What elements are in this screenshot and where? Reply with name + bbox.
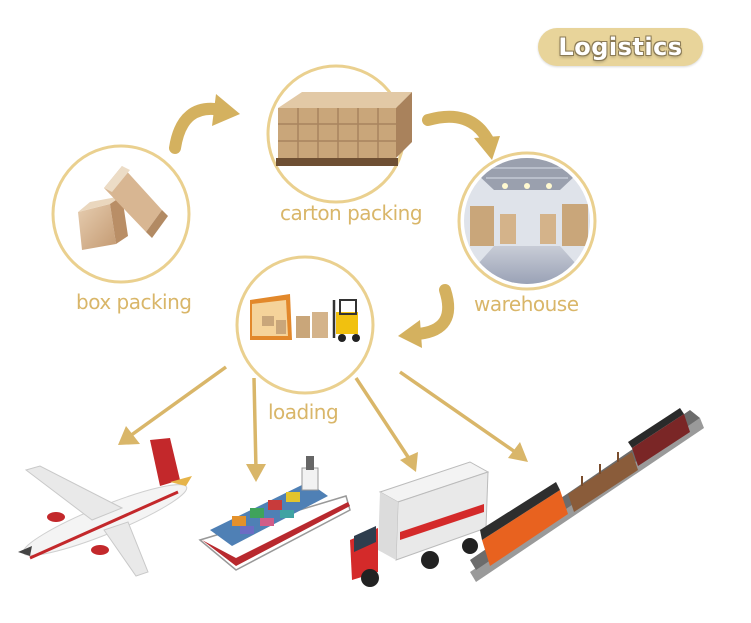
loading-label: loading (268, 400, 338, 424)
pallet-icon (276, 92, 412, 166)
airplane-icon (18, 438, 192, 576)
box-packing-label: box packing (76, 290, 191, 314)
warehouse-label: warehouse (474, 292, 579, 316)
cargo-ship-icon (200, 456, 350, 570)
warehouse-circle (459, 153, 595, 289)
truck-icon (350, 462, 488, 587)
box-packing-circle (53, 146, 189, 282)
carton-packing-label: carton packing (280, 201, 422, 225)
curved-arrow-3 (398, 290, 448, 348)
carton-packing-circle (268, 66, 412, 202)
arrow-to-ship (246, 378, 266, 482)
loading-circle (237, 257, 373, 393)
arrow-to-train (400, 372, 528, 462)
arrow-to-truck (356, 378, 418, 472)
train-icon (470, 408, 704, 582)
curved-arrow-1 (175, 94, 240, 148)
arrow-to-airplane (118, 367, 226, 445)
curved-arrow-2 (428, 117, 500, 160)
